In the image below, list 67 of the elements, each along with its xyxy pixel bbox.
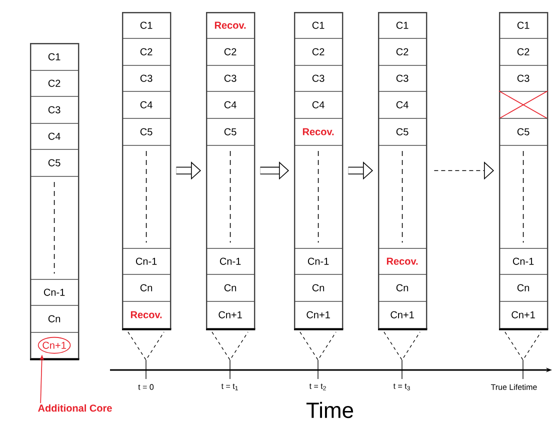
core-column [499,12,548,330]
core-cell: C2 [294,38,343,66]
core-column [206,12,256,330]
core-cell: C4 [122,91,171,119]
core-cell: C4 [30,123,79,150]
core-cell: C4 [378,91,427,119]
core-cell: C2 [122,38,171,66]
core-cell: Cn-1 [499,248,548,275]
ellipsis-cell [294,145,343,249]
core-cell: Cn+1 [30,332,79,359]
tick-label: t = 0 [138,384,154,390]
core-cell: C3 [378,65,427,92]
ellipsis-cell [499,145,548,249]
ellipsis-cell [30,176,79,280]
core-cell: C4 [206,91,255,119]
core-column [294,12,344,330]
core-cell: C1 [294,12,343,39]
failed-core-cell [498,90,548,119]
core-cell: C3 [294,65,343,92]
core-cell: Cn-1 [206,248,255,275]
ellipsis-cell [206,145,255,249]
core-cell: C1 [122,12,171,39]
core-cell: C5 [30,149,79,177]
core-cell: C1 [499,12,548,39]
core-cell: C2 [30,70,79,97]
tick-label: t = t$_{2}$ [309,384,326,390]
core-cell: C3 [206,65,255,92]
core-cell: Cn+1 [206,301,255,329]
core-cell: C3 [30,96,79,124]
ellipsis-cell [122,145,171,249]
core-cell: Cn [499,274,548,302]
core-column [378,12,428,330]
core-column [122,12,172,330]
core-cell: Cn+1 [378,301,427,329]
core-cell: C3 [499,65,548,92]
core-column [30,43,80,360]
tick-label: t = t$_{3}$ [393,384,410,390]
core-cell: C5 [378,118,427,146]
core-cell: Recov. [206,12,255,39]
core-cell: Recov. [294,118,343,146]
core-cell: C1 [378,12,427,39]
core-cell: Recov. [122,301,171,329]
core-cell: C5 [206,118,255,146]
tick-label: t = t$_{1}$ [221,384,238,390]
core-cell: Cn [294,274,343,302]
ellipsis-cell [378,145,427,249]
core-cell: C5 [122,118,171,146]
tick-label: True Lifetime [490,384,537,390]
core-cell: C2 [499,38,548,66]
core-cell: Cn+1 [294,301,343,329]
core-cell: Cn [122,274,171,302]
callout-label: Additional Core [38,404,112,412]
core-cell: Cn [206,274,255,302]
core-cell: C1 [30,43,79,71]
core-cell: C3 [122,65,171,92]
core-cell: C5 [499,118,548,146]
core-cell: Cn [378,274,427,302]
axis-title: Time [306,402,354,418]
core-cell: Cn-1 [294,248,343,275]
core-cell: Cn+1 [499,301,548,329]
core-cell: Cn-1 [30,279,79,306]
core-cell: C4 [294,91,343,119]
core-cell: Cn [30,305,79,333]
core-cell: Cn-1 [122,248,171,275]
core-cell: C2 [378,38,427,66]
core-cell: Recov. [378,248,427,275]
core-cell: C2 [206,38,255,66]
